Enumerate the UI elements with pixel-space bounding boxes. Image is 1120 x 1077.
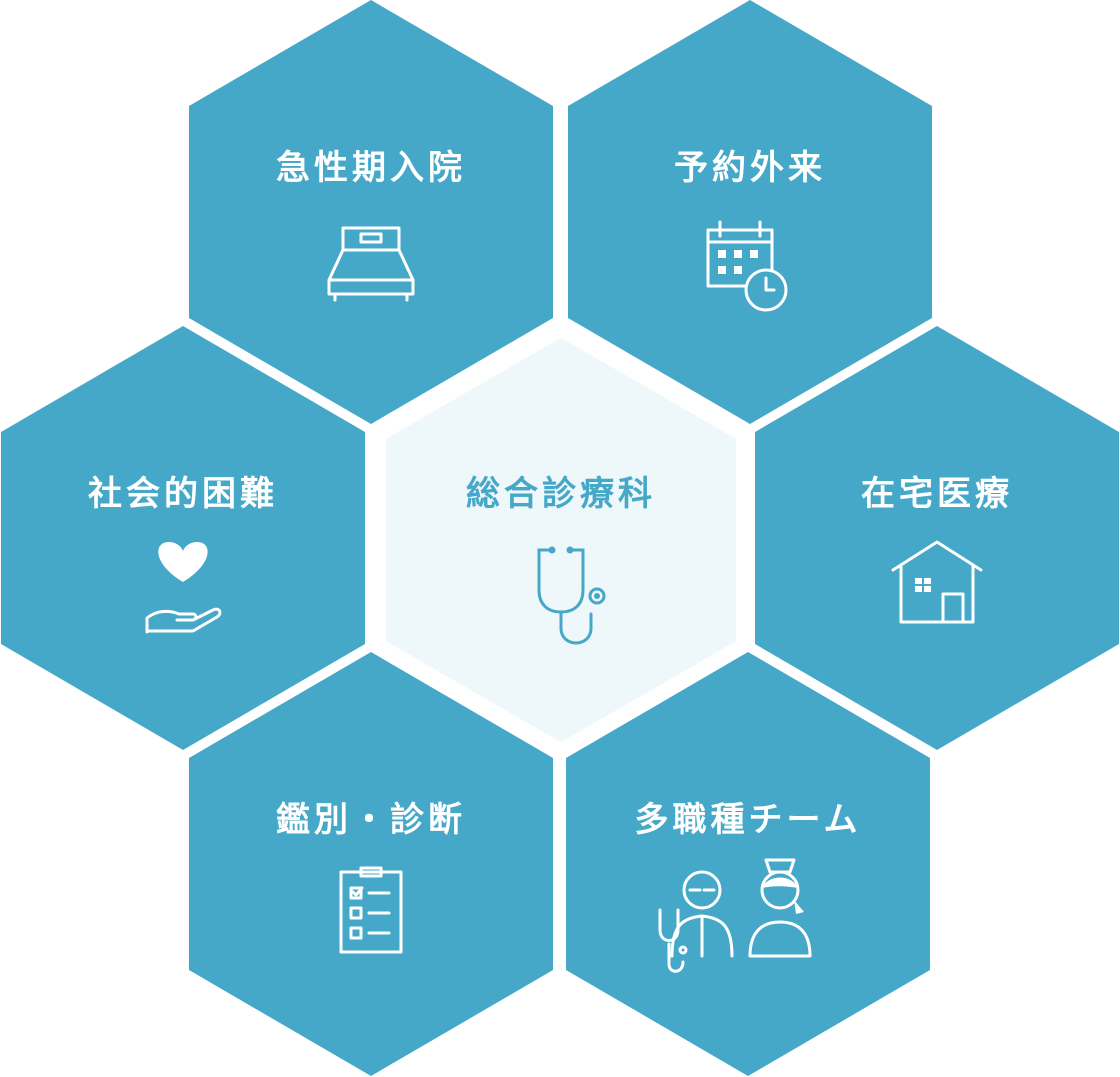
hex-acute-admission: 急性期入院 [189,0,553,424]
stethoscope-icon [537,546,606,645]
doctor-nurse-icon [658,858,812,973]
hex-scheduled-outpatient: 予約外来 [568,0,932,424]
hexagon-shape-center [376,326,746,754]
hexagon-shape [189,0,553,424]
hexagon-shape [1,326,365,750]
hex-differential-diagnosis: 鑑別・診断 [189,652,553,1076]
hexagon-shape [566,652,930,1076]
bed-icon [327,226,415,302]
hex-label: 予約外来 [674,148,826,188]
hex-multidisciplinary-team: 多職種チーム [566,652,930,1076]
heart-hand-icon [145,542,222,634]
hex-label: 急性期入院 [276,148,466,188]
hex-label: 社会的困難 [88,474,278,514]
hex-label: 鑑別・診断 [276,800,466,840]
hexagon-shape [755,326,1119,750]
clipboard-checklist-icon [339,866,403,954]
hexagon-shape [189,652,553,1076]
hex-home-care: 在宅医療 [755,326,1119,750]
house-icon [891,540,983,624]
calendar-clock-icon [706,220,788,312]
hexagon-shape [568,0,932,424]
hex-general-medicine-center: 総合診療科 [376,326,746,754]
hex-label: 在宅医療 [861,474,1013,514]
center-label: 総合診療科 [466,474,656,514]
hex-label: 多職種チーム [635,800,862,840]
hex-social-difficulty: 社会的困難 [1,326,365,750]
